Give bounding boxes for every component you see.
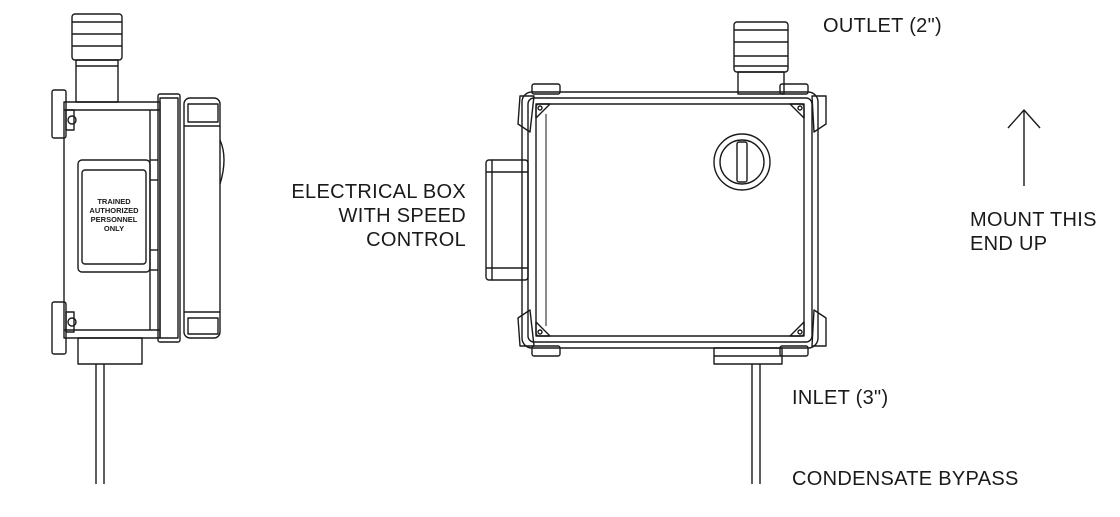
- front-ear-bottom-right: [811, 309, 827, 347]
- up-arrow-icon: [1007, 109, 1041, 186]
- outlet-label: OUTLET (2"): [823, 15, 942, 37]
- front-outlet-pipe: [733, 21, 789, 95]
- front-view: [485, 21, 827, 484]
- front-ear-top-left: [517, 95, 535, 133]
- condensate-bypass-label: CONDENSATE BYPASS: [792, 468, 1019, 490]
- side-view: [51, 13, 225, 484]
- side-flange-plate: [157, 93, 181, 343]
- sign-line-1: TRAINED: [97, 197, 131, 206]
- warning-sign: [77, 159, 151, 273]
- front-ear-bottom-left: [517, 309, 535, 347]
- front-electrical-box: [485, 159, 529, 281]
- front-ear-top-right: [811, 95, 827, 133]
- front-box-outer: [521, 91, 819, 349]
- electrical-box-label-line-2: WITH SPEED: [338, 205, 466, 227]
- electrical-box-label-line-1: ELECTRICAL BOX: [291, 181, 466, 203]
- electrical-box-label-line-3: CONTROL: [366, 229, 466, 251]
- mount-label: MOUNT THIS END UP: [970, 208, 1097, 256]
- electrical-box-label: ELECTRICAL BOX WITH SPEED CONTROL: [280, 180, 466, 252]
- mount-label-line-1: MOUNT THIS: [970, 209, 1097, 231]
- side-electrical-box: [183, 97, 221, 339]
- speed-control-knob: [713, 133, 771, 191]
- sign-line-2: AUTHORIZED: [89, 206, 139, 215]
- sign-line-4: ONLY: [104, 224, 124, 233]
- side-inlet-pipe: [77, 337, 143, 365]
- front-lid: [535, 103, 805, 337]
- sign-line-3: PERSONNEL: [91, 215, 138, 224]
- inlet-label: INLET (3"): [792, 387, 889, 409]
- mount-label-line-2: END UP: [970, 233, 1048, 255]
- side-outlet-pipe: [71, 13, 123, 103]
